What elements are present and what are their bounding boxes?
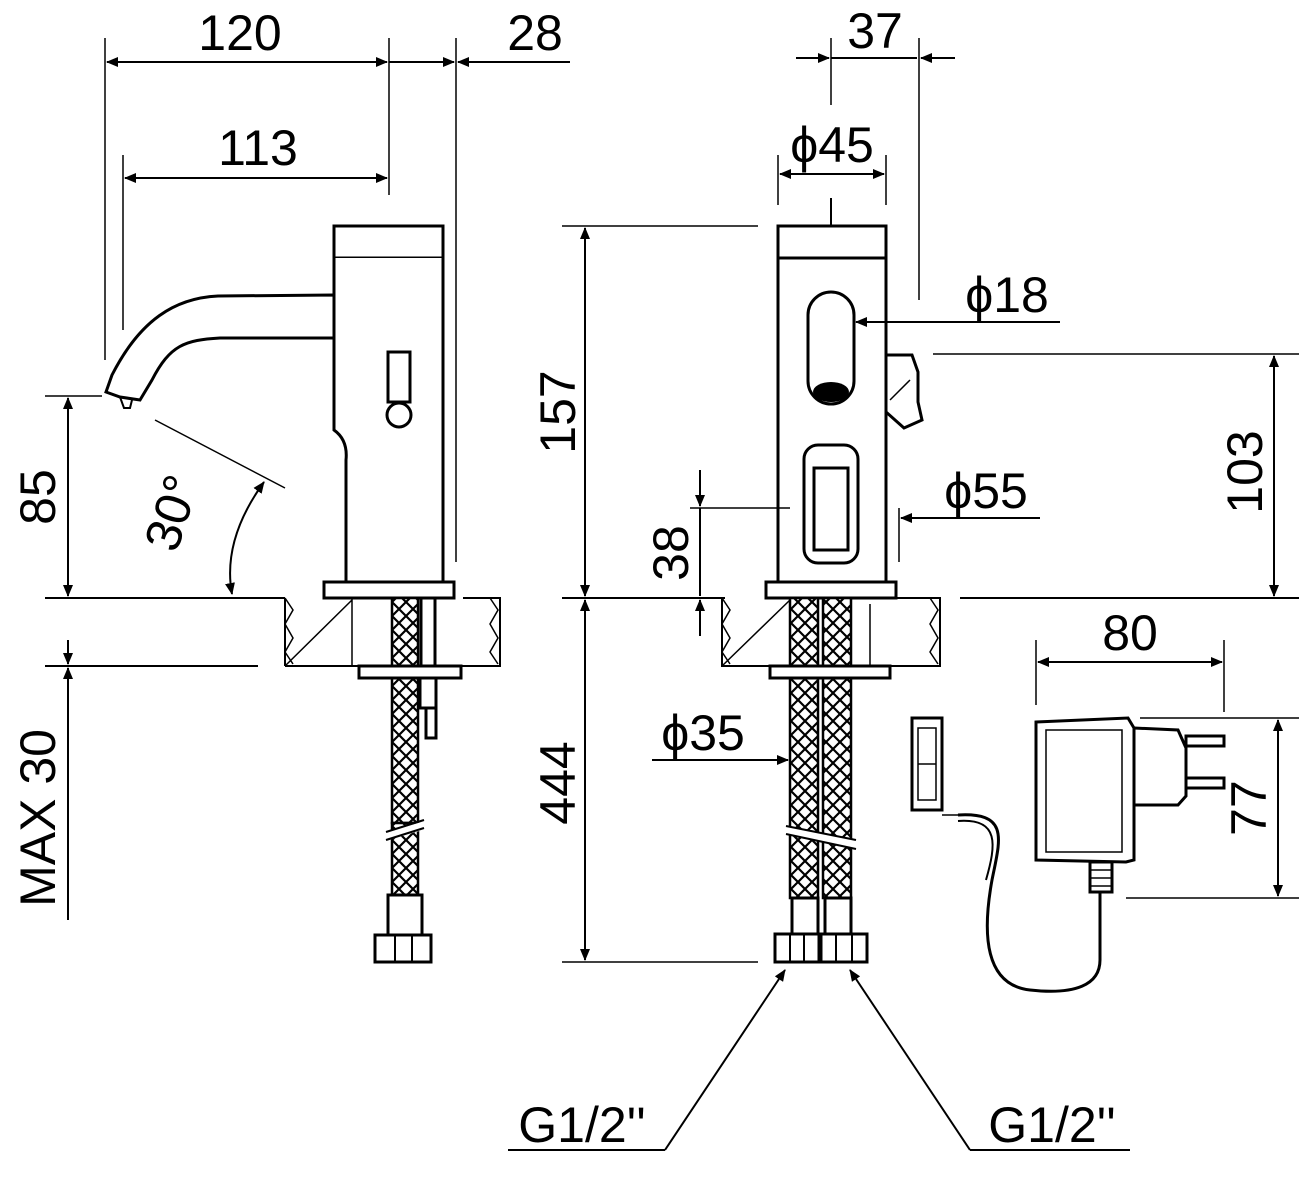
- dim-window-height: 38: [643, 525, 699, 581]
- counter-section-left: [272, 597, 501, 667]
- dim-side-height: 103: [1217, 430, 1273, 513]
- dim-base-diameter: ϕ55: [944, 463, 1028, 519]
- side-view: 120 28 113 85 MAX 30 30°: [10, 5, 570, 964]
- dim-body-depth: 28: [507, 5, 563, 61]
- dim-adapter-depth: 77: [1221, 780, 1277, 836]
- dim-sensor-offset: 37: [847, 3, 903, 59]
- front-view: 37 ϕ45 ϕ18 157 103 38 ϕ55 444 ϕ35 G1/2''…: [508, 3, 1299, 1153]
- dim-spout-reach-total: 120: [198, 5, 281, 61]
- thread-label-left: G1/2'': [518, 1097, 646, 1153]
- dim-spout-reach: 113: [218, 120, 298, 176]
- faucet-body-side: [104, 224, 456, 600]
- dim-adapter-width: 80: [1102, 605, 1158, 661]
- dim-body-diameter: ϕ45: [790, 117, 874, 173]
- dim-total-height: 157: [530, 370, 586, 453]
- thread-label-right: G1/2'': [988, 1097, 1116, 1153]
- power-adapter: 80 77: [910, 605, 1299, 993]
- dim-max-counter: MAX 30: [10, 729, 66, 907]
- dim-spout-angle: 30°: [134, 468, 211, 557]
- hose-left: [357, 596, 463, 964]
- hoses-front: [768, 596, 892, 964]
- dim-spout-height: 85: [10, 469, 66, 525]
- counter-section-right: [721, 597, 941, 667]
- faucet-body-front: [764, 198, 924, 600]
- dim-sensor-diameter: ϕ18: [965, 267, 1049, 323]
- dim-hose-diameter: ϕ35: [661, 705, 745, 761]
- dim-hose-length: 444: [530, 741, 586, 824]
